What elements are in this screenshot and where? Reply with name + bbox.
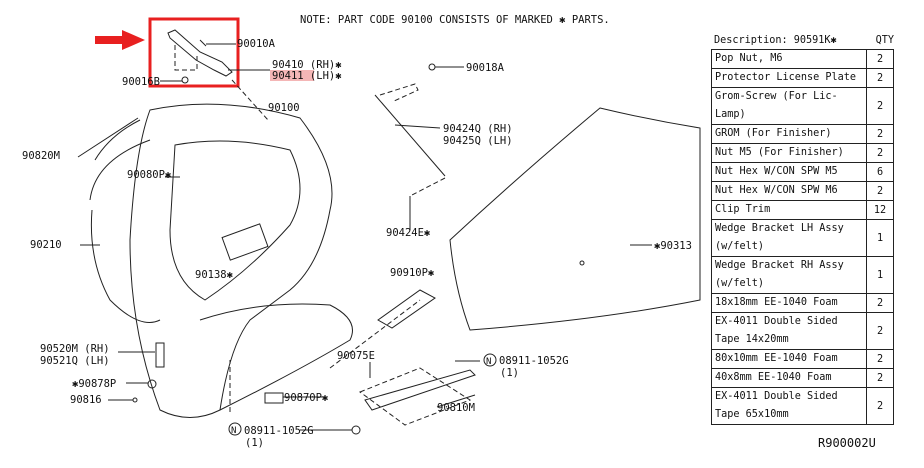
label-90910P: 90910P✱	[390, 267, 435, 279]
finisher-part	[377, 289, 436, 329]
table-row: GROM (For Finisher)2	[710, 124, 894, 144]
row-description: Grom-Screw (For Lic-Lamp)	[710, 87, 868, 125]
label-90816: 90816	[70, 394, 102, 406]
row-description: Wedge Bracket RH Assy (w/felt)	[710, 256, 868, 294]
row-description: EX-4011 Double Sided Tape 65x10mm	[710, 387, 868, 425]
label-90424E: 90424E✱	[386, 227, 431, 239]
row-description: Clip Trim	[710, 200, 868, 220]
label-highlight	[270, 70, 314, 81]
row-qty: 2	[866, 124, 894, 144]
lamp-part	[264, 392, 284, 404]
label-90424Q: 90424Q (RH)	[443, 123, 513, 135]
row-qty: 2	[866, 349, 894, 369]
row-qty: 2	[866, 87, 894, 125]
qty-header: QTY	[875, 35, 894, 46]
row-description: 40x8mm EE-1040 Foam	[710, 368, 868, 388]
row-qty: 2	[866, 68, 894, 88]
row-description: Pop Nut, M6	[710, 49, 868, 69]
label-90870P: 90870P✱	[284, 392, 329, 404]
label-qty-bottom: (1)	[245, 437, 264, 449]
label-90075E: 90075E	[337, 350, 375, 362]
label-90820M: 90820M	[22, 150, 60, 162]
row-description: GROM (For Finisher)	[710, 124, 868, 144]
label-qty-top: (1)	[500, 367, 519, 379]
row-qty: 1	[866, 256, 894, 294]
label-90210: 90210	[30, 239, 62, 251]
row-description: EX-4011 Double Sided Tape 14x20mm	[710, 312, 868, 350]
label-90080P: 90080P✱	[127, 169, 172, 181]
row-qty: 6	[866, 162, 894, 182]
weatherstrip-part	[89, 119, 161, 323]
row-description: Nut Hex W/CON SPW M5	[710, 162, 868, 182]
row-qty: 2	[866, 387, 894, 425]
row-qty: 2	[866, 312, 894, 350]
row-qty: 12	[866, 200, 894, 220]
label-90520M: 90520M (RH)	[40, 343, 110, 355]
table-row: Nut M5 (For Finisher)2	[710, 143, 894, 163]
hinge-part	[160, 29, 270, 121]
table-title: Description: 90591K✱	[714, 35, 837, 46]
label-90100: 90100	[268, 102, 300, 114]
label-08911-1052G-top: 08911-1052G	[499, 355, 569, 367]
label-90138: 90138✱	[195, 269, 234, 281]
note-text: NOTE: PART CODE 90100 CONSISTS OF MARKED…	[300, 14, 610, 26]
n-mark-text: N	[231, 426, 236, 436]
label-90018A: 90018A	[466, 62, 505, 74]
row-qty: 2	[866, 143, 894, 163]
label-90521Q: 90521Q (LH)	[40, 355, 110, 367]
garnish-part	[364, 369, 476, 411]
gas-stay-part	[374, 63, 464, 230]
table-row: Grom-Screw (For Lic-Lamp)2	[710, 87, 894, 125]
row-description: 80x10mm EE-1040 Foam	[710, 349, 868, 369]
label-90010A: 90010A	[237, 38, 276, 50]
n-mark-icon	[483, 353, 497, 367]
table-header: Description: 90591K✱ QTY	[711, 33, 894, 49]
bumper-part	[155, 342, 165, 368]
table-row: Wedge Bracket RH Assy (w/felt)1	[710, 256, 894, 294]
label-90313: ✱90313	[654, 240, 692, 252]
row-qty: 2	[866, 181, 894, 201]
row-description: Wedge Bracket LH Assy (w/felt)	[710, 219, 868, 257]
n-mark-text: N	[486, 357, 491, 367]
label-90016B: 90016B	[122, 76, 160, 88]
label-90425Q: 90425Q (LH)	[443, 135, 513, 147]
label-90411: 90411 (LH)✱	[272, 70, 342, 82]
table-row: Wedge Bracket LH Assy (w/felt)1	[710, 219, 894, 257]
highlight-box	[148, 17, 240, 88]
row-qty: 2	[866, 293, 894, 313]
diagram-code: R900002U	[818, 436, 876, 450]
row-qty: 1	[866, 219, 894, 257]
highlight-arrow-icon	[95, 30, 145, 50]
label-90410: 90410 (RH)✱	[272, 59, 342, 71]
moulding-part	[77, 117, 139, 158]
label-90810M: 90810M	[437, 402, 475, 414]
row-description: Nut M5 (For Finisher)	[710, 143, 868, 163]
row-description: Nut Hex W/CON SPW M6	[710, 181, 868, 201]
row-qty: 2	[866, 49, 894, 69]
row-qty: 2	[866, 368, 894, 388]
row-description: Protector License Plate	[710, 68, 868, 88]
label-08911-1052G-bottom: 08911-1052G	[244, 425, 314, 437]
n-mark-icon	[228, 422, 242, 436]
row-description: 18x18mm EE-1040 Foam	[710, 293, 868, 313]
label-90878P: ✱90878P	[72, 378, 116, 390]
back-door-panel	[129, 103, 421, 418]
back-window-glass	[449, 107, 701, 331]
